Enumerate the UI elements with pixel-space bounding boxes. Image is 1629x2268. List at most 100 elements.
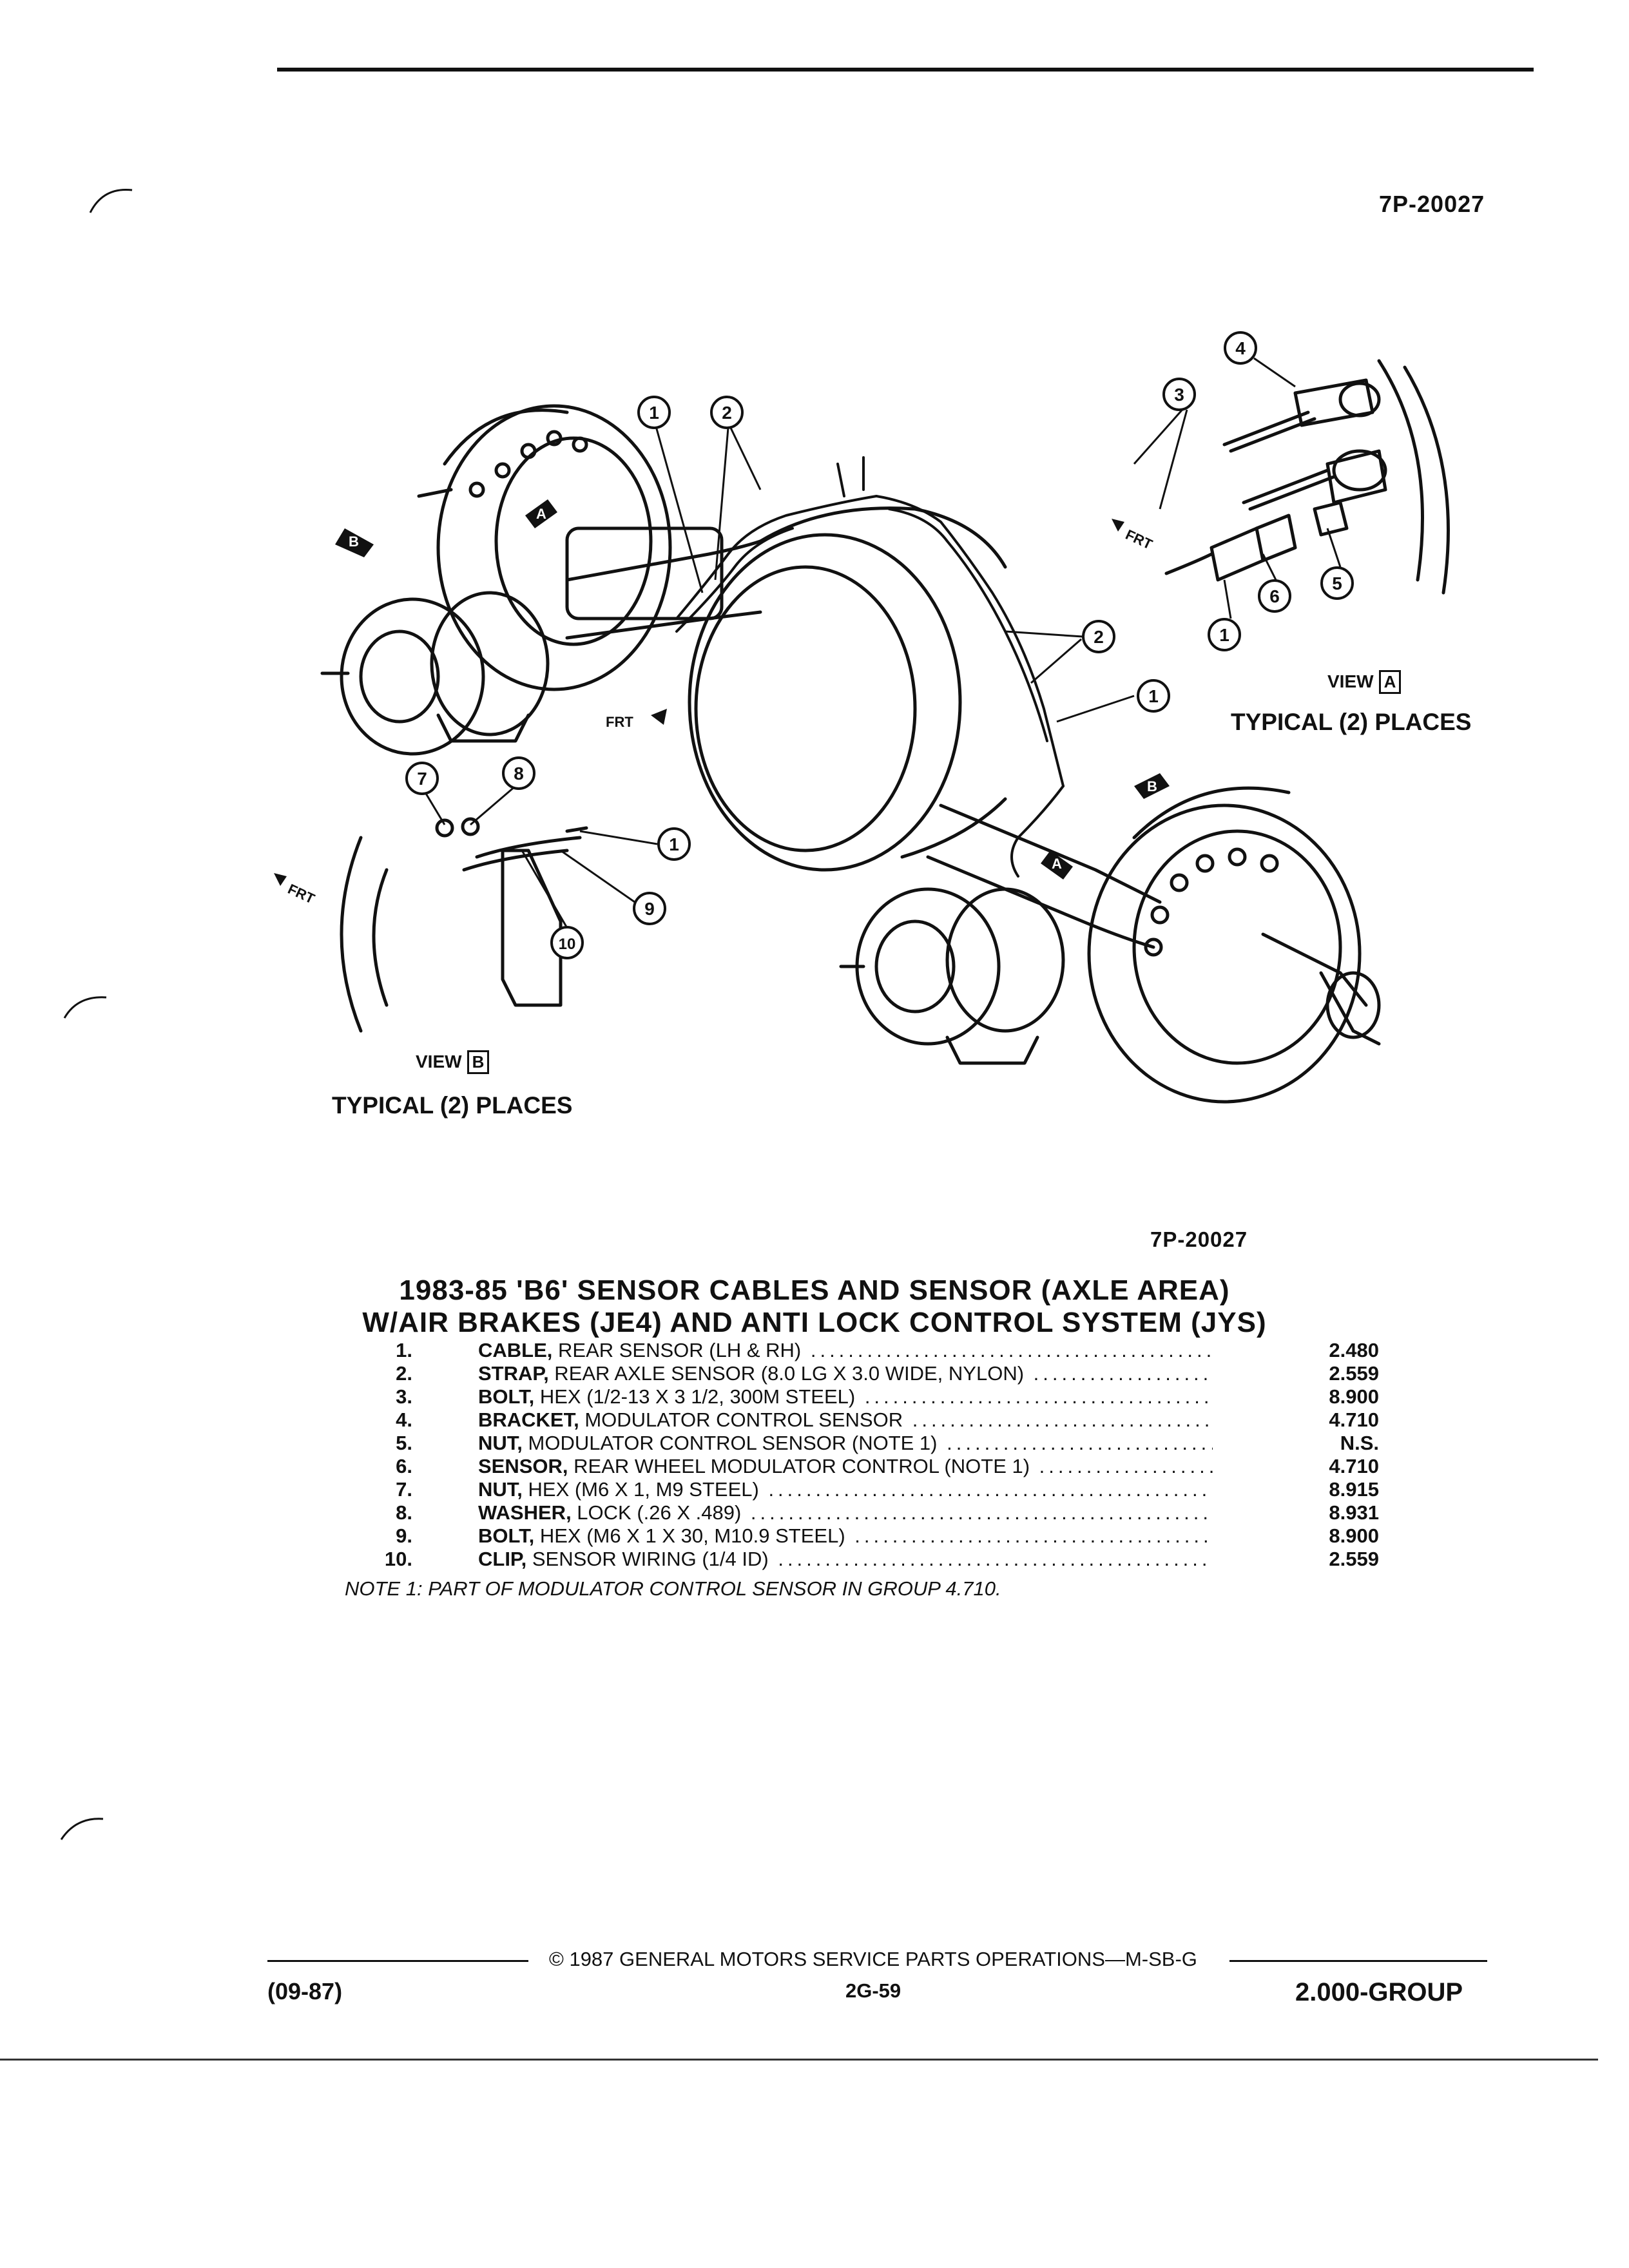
- title-line-1: 1983-85 'B6' SENSOR CABLES AND SENSOR (A…: [399, 1274, 1230, 1306]
- title-line-2: W/AIR BRAKES (JE4) AND ANTI LOCK CONTROL…: [362, 1307, 1267, 1338]
- part-description: BOLT, HEX (1/2-13 X 3 1/2, 300M STEEL) .…: [478, 1385, 1213, 1408]
- callout-8: 8: [514, 764, 524, 783]
- part-group: 2.559: [1329, 1362, 1379, 1385]
- view-a-parts: [1164, 359, 1450, 595]
- part-group: 2.480: [1329, 1339, 1379, 1361]
- callout-7: 7: [417, 769, 427, 789]
- part-row-10: 10. CLIP, SENSOR WIRING (1/4 ID) .......…: [322, 1548, 1379, 1571]
- leader-dots: ........................................…: [778, 1548, 1213, 1570]
- part-name: BOLT,: [478, 1385, 535, 1408]
- callout-5: 5: [1332, 573, 1342, 593]
- part-group: 2.559: [1329, 1548, 1379, 1570]
- part-number: 2.: [396, 1362, 412, 1385]
- leader-dots: ........................................…: [1039, 1455, 1213, 1477]
- part-description: CABLE, REAR SENSOR (LH & RH) ...........…: [478, 1339, 1213, 1362]
- leader-dots: ........................................…: [864, 1385, 1213, 1408]
- marker-a-right: A: [1041, 850, 1073, 879]
- top-rule: [277, 68, 1534, 72]
- part-group: 8.900: [1329, 1524, 1379, 1547]
- footer-date: (09-87): [267, 1978, 343, 2004]
- part-description: NUT, HEX (M6 X 1, M9 STEEL) ............…: [478, 1478, 1213, 1501]
- part-detail: SENSOR WIRING (1/4 ID): [526, 1548, 769, 1570]
- part-name: CABLE,: [478, 1339, 553, 1361]
- part-group: 8.931: [1329, 1501, 1379, 1524]
- part-number: 7.: [396, 1478, 412, 1501]
- callout-1a: 1: [649, 403, 659, 423]
- part-detail: HEX (M6 X 1 X 30, M10.9 STEEL): [534, 1524, 845, 1547]
- svg-text:A: A: [1052, 856, 1062, 872]
- part-detail: MODULATOR CONTROL SENSOR (NOTE 1): [522, 1432, 938, 1454]
- leader-dots: ........................................…: [768, 1478, 1213, 1501]
- part-number: 3.: [396, 1385, 412, 1408]
- callout-2b: 2: [1094, 627, 1104, 647]
- part-number: 9.: [396, 1524, 412, 1547]
- part-description: STRAP, REAR AXLE SENSOR (8.0 LG X 3.0 WI…: [478, 1362, 1213, 1385]
- part-note: NOTE 1: PART OF MODULATOR CONTROL SENSOR…: [345, 1577, 1001, 1600]
- leader-dots: ........................................…: [854, 1524, 1213, 1547]
- part-name: NUT,: [478, 1478, 523, 1501]
- callout-1c: 1: [1219, 625, 1229, 645]
- part-name: SENSOR,: [478, 1455, 568, 1477]
- part-name: NUT,: [478, 1432, 523, 1454]
- part-detail: REAR WHEEL MODULATOR CONTROL (NOTE 1): [568, 1455, 1030, 1477]
- svg-text:A: A: [536, 506, 546, 522]
- part-row-5: 5. NUT, MODULATOR CONTROL SENSOR (NOTE 1…: [322, 1432, 1379, 1455]
- marker-a-left: A: [525, 499, 557, 528]
- footer-rule-left: [267, 1960, 528, 1962]
- part-row-8: 8. WASHER, LOCK (.26 X .489) ...........…: [322, 1501, 1379, 1524]
- part-description: BRACKET, MODULATOR CONTROL SENSOR ......…: [478, 1408, 1213, 1432]
- leader-dots: ........................................…: [947, 1432, 1213, 1454]
- svg-text:B: B: [349, 533, 359, 550]
- part-number: 5.: [396, 1432, 412, 1454]
- part-row-4: 4. BRACKET, MODULATOR CONTROL SENSOR ...…: [322, 1408, 1379, 1432]
- part-group: 4.710: [1329, 1408, 1379, 1431]
- part-row-1: 1. CABLE, REAR SENSOR (LH & RH) ........…: [322, 1339, 1379, 1362]
- part-detail: HEX (M6 X 1, M9 STEEL): [522, 1478, 759, 1501]
- figure-code-top: 7P-20027: [1379, 191, 1485, 217]
- part-group: 8.915: [1329, 1478, 1379, 1501]
- part-description: WASHER, LOCK (.26 X .489) ..............…: [478, 1501, 1213, 1524]
- part-number: 10.: [384, 1548, 412, 1570]
- figure-code-bottom: 7P-20027: [1150, 1227, 1248, 1251]
- part-number: 8.: [396, 1501, 412, 1524]
- part-number: 1.: [396, 1339, 412, 1361]
- part-detail: MODULATOR CONTROL SENSOR: [579, 1408, 903, 1431]
- right-brake-assembly: [1087, 786, 1381, 1104]
- part-name: BOLT,: [478, 1524, 535, 1547]
- bottom-rule: [0, 2059, 1598, 2061]
- frt-arrow-view-b: FRT: [285, 881, 318, 907]
- svg-text:B: B: [1147, 778, 1157, 794]
- callout-2a: 2: [722, 403, 732, 423]
- part-name: WASHER,: [478, 1501, 572, 1524]
- callout-1d: 1: [669, 834, 679, 854]
- callout-1b: 1: [1148, 686, 1159, 706]
- frt-arrow-view-a: FRT: [1123, 526, 1155, 553]
- view-a-typical: TYPICAL (2) PLACES: [1231, 709, 1472, 735]
- part-row-6: 6. SENSOR, REAR WHEEL MODULATOR CONTROL …: [322, 1455, 1379, 1478]
- scan-marks: [60, 188, 133, 1840]
- part-detail: HEX (1/2-13 X 3 1/2, 300M STEEL): [534, 1385, 856, 1408]
- part-row-2: 2. STRAP, REAR AXLE SENSOR (8.0 LG X 3.0…: [322, 1362, 1379, 1385]
- callout-4: 4: [1235, 338, 1246, 358]
- part-row-3: 3. BOLT, HEX (1/2-13 X 3 1/2, 300M STEEL…: [322, 1385, 1379, 1408]
- leader-dots: ........................................…: [912, 1408, 1213, 1431]
- part-name: BRACKET,: [478, 1408, 579, 1431]
- left-brake-drum: [417, 404, 672, 691]
- callout-9: 9: [644, 899, 655, 919]
- footer-copyright: © 1987 GENERAL MOTORS SERVICE PARTS OPER…: [549, 1948, 1197, 1970]
- leader-dots: ........................................…: [750, 1501, 1213, 1524]
- part-detail: REAR SENSOR (LH & RH): [552, 1339, 802, 1361]
- footer-page: 2G-59: [845, 1979, 901, 2002]
- part-detail: REAR AXLE SENSOR (8.0 LG X 3.0 WIDE, NYL…: [548, 1362, 1025, 1385]
- part-number: 4.: [396, 1408, 412, 1431]
- leader-dots: ........................................…: [1033, 1362, 1213, 1385]
- part-group: N.S.: [1340, 1432, 1379, 1454]
- part-description: NUT, MODULATOR CONTROL SENSOR (NOTE 1) .…: [478, 1432, 1213, 1455]
- part-group: 8.900: [1329, 1385, 1379, 1408]
- callout-6: 6: [1269, 586, 1280, 606]
- part-detail: LOCK (.26 X .489): [571, 1501, 742, 1524]
- part-number: 6.: [396, 1455, 412, 1477]
- right-air-chamber: [839, 887, 1065, 1065]
- part-description: CLIP, SENSOR WIRING (1/4 ID) ...........…: [478, 1548, 1213, 1571]
